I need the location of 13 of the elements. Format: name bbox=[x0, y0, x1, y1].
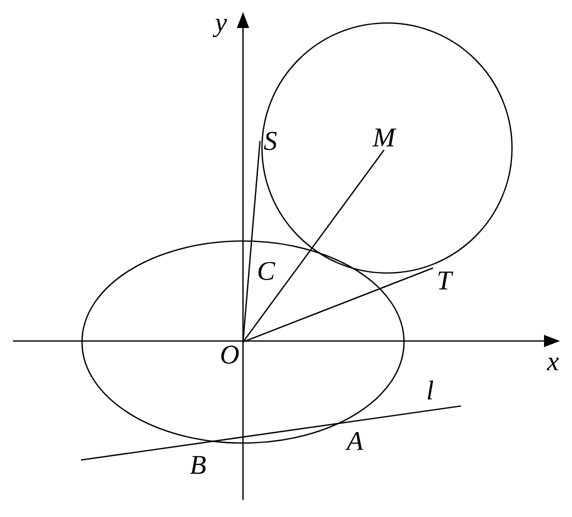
point-label: T bbox=[438, 272, 454, 290]
point-label: A bbox=[345, 432, 364, 450]
line-segment bbox=[242, 150, 385, 342]
point-label: l bbox=[428, 380, 434, 400]
point-label: S bbox=[264, 132, 277, 150]
line-segment bbox=[242, 267, 434, 343]
point-label: x bbox=[546, 358, 559, 370]
point-label: B bbox=[190, 456, 206, 474]
point-label: C bbox=[258, 262, 276, 280]
point-label: O bbox=[221, 346, 239, 364]
line-segment bbox=[242, 140, 261, 342]
point-label: y bbox=[212, 18, 227, 38]
point-label: M bbox=[372, 128, 396, 146]
